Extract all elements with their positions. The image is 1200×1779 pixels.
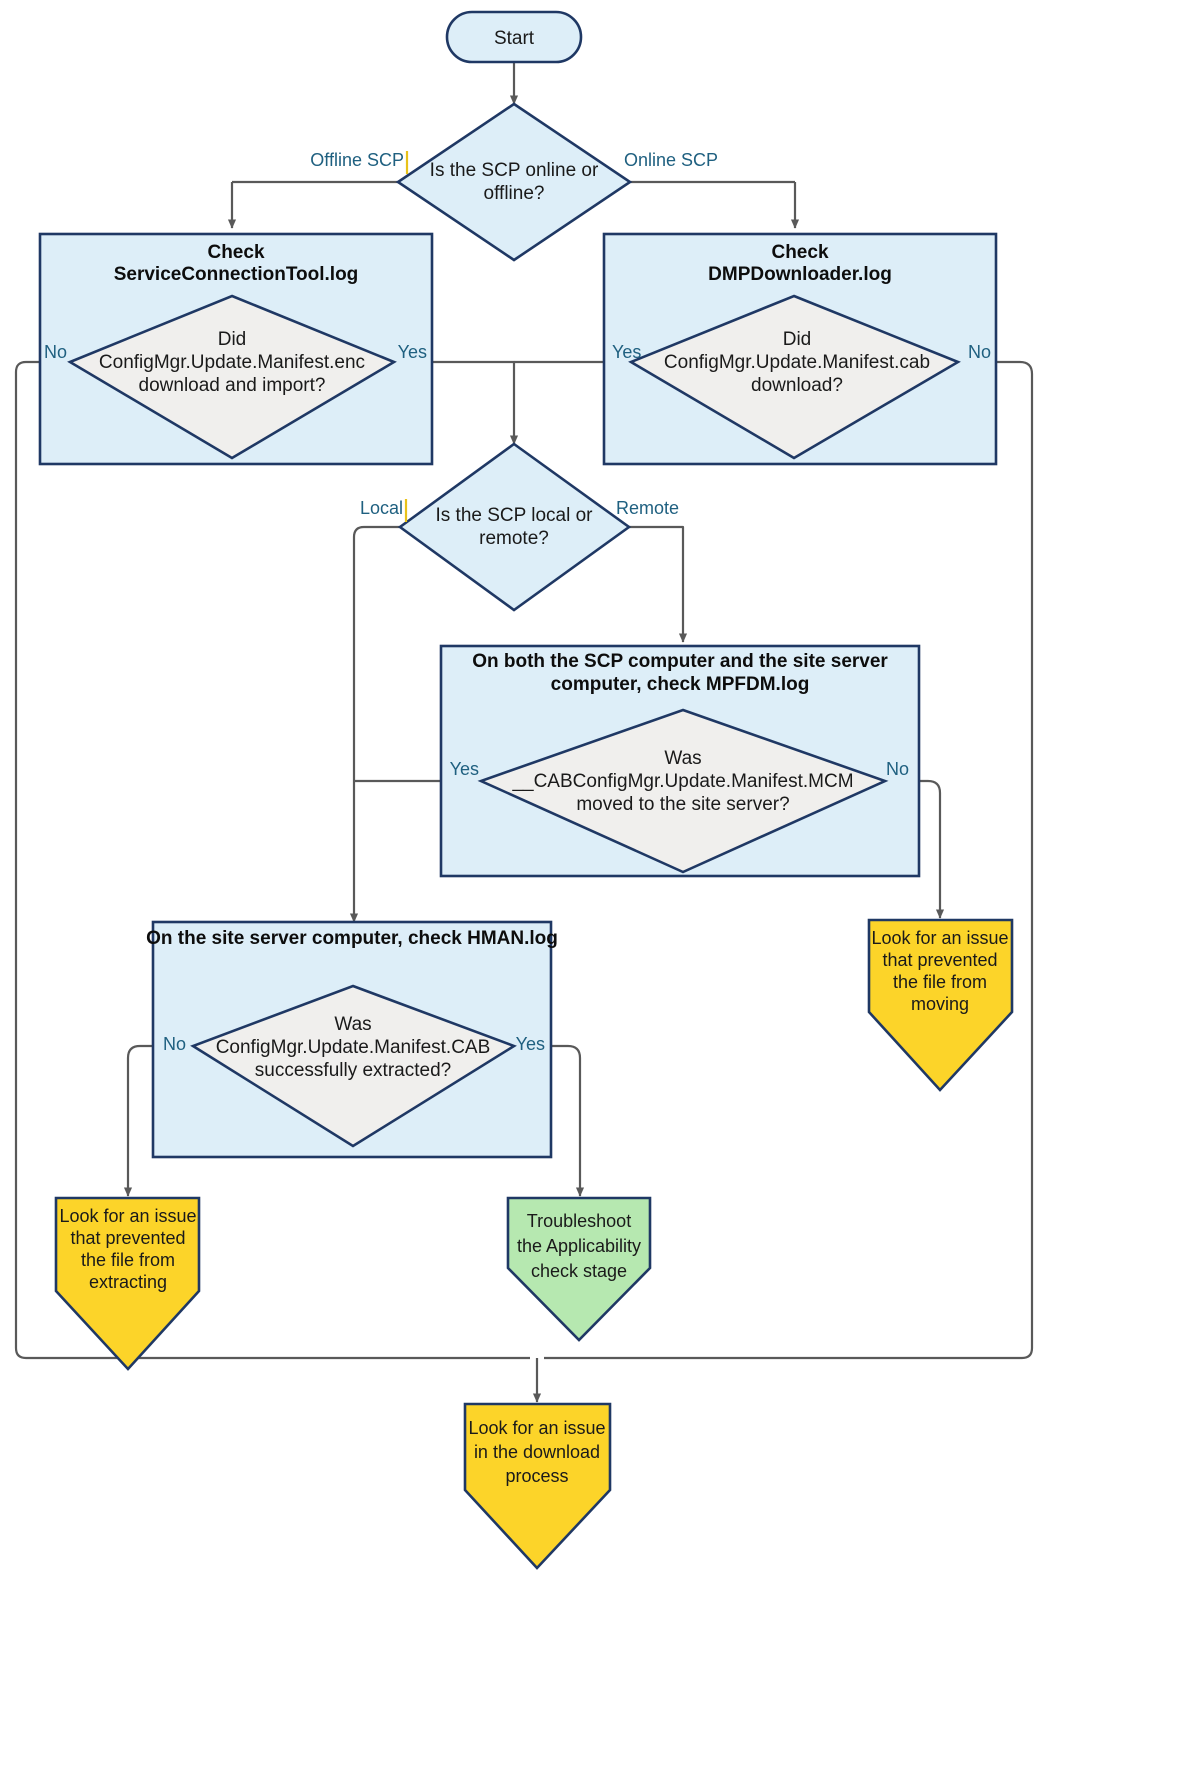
edge-label-sct-no: No [44,342,67,362]
edge-label-offline-scp: Offline SCP [310,150,404,170]
connector-local [349,525,400,923]
node-terminal-download[interactable] [463,1402,612,1570]
node-terminal-moving-line2: that prevented [882,950,997,970]
connector-sct-no [14,360,530,1360]
node-scp-online-decision-line2: offline? [484,183,545,204]
node-terminal-applicability-line1: Troubleshoot [527,1211,631,1231]
node-scp-local-decision-line1: Is the SCP local or [435,505,593,526]
node-check-mpfdm-header-line1: On both the SCP computer and the site se… [472,651,888,672]
node-terminal-download-line3: process [505,1466,568,1486]
connector-remote [629,525,688,643]
node-terminal-applicability[interactable] [506,1196,652,1342]
node-hman-decision-line1: Was [334,1014,371,1035]
node-terminal-download-line2: in the download [474,1442,600,1462]
node-check-dmp-header-line1: Check [771,242,828,263]
connector-hman-yes [514,1044,585,1197]
node-terminal-extracting-line4: extracting [89,1272,167,1292]
node-dmp-decision-line1: Did [783,329,812,350]
node-dmp-decision-line3: download? [751,375,843,396]
connector-hman-no [123,1044,193,1197]
node-sct-decision-line1: Did [218,329,247,350]
node-scp-local-decision-line2: remote? [479,528,549,549]
node-mpfdm-decision-line3: moved to the site server? [576,794,789,815]
node-mpfdm-decision-line2: __CABConfigMgr.Update.Manifest.MCM [511,771,853,792]
node-check-hman-header-line1: On the site server computer, check HMAN.… [146,928,558,949]
node-start[interactable] [445,10,583,64]
node-scp-online-decision[interactable] [395,102,633,262]
edge-label-dmp-no: No [968,342,991,362]
node-terminal-extracting-line2: that prevented [70,1228,185,1248]
node-check-sct-header-line2: ServiceConnectionTool.log [114,264,359,285]
edge-label-remote: Remote [616,498,679,518]
node-mpfdm-decision[interactable] [477,708,889,874]
edge-label-hman-yes: Yes [516,1034,545,1054]
node-terminal-moving[interactable] [867,918,1014,1092]
node-sct-decision-line2: ConfigMgr.Update.Manifest.enc [99,352,365,373]
node-terminal-extracting[interactable] [54,1196,201,1371]
node-hman-decision-line3: successfully extracted? [255,1060,451,1081]
node-check-dmp-header-line2: DMPDownloader.log [708,264,892,285]
edge-label-hman-no: No [163,1034,186,1054]
node-hman-decision-line2: ConfigMgr.Update.Manifest.CAB [216,1037,491,1058]
node-sct-decision-line3: download and import? [139,375,326,396]
edge-label-local: Local [360,498,403,518]
node-terminal-moving-line1: Look for an issue [871,928,1008,948]
connector-dmp-no [544,360,1034,1360]
connector-mpfdm-no [885,779,945,919]
node-terminal-moving-line4: moving [911,994,969,1014]
node-dmp-decision[interactable] [628,294,961,460]
node-terminal-download-line1: Look for an issue [468,1418,605,1438]
node-hman-decision[interactable] [190,984,517,1148]
node-scp-local-decision[interactable] [397,442,632,612]
node-check-sct-header-line1: Check [207,242,264,263]
node-terminal-applicability-line2: the Applicability [517,1236,641,1256]
edge-label-mpfdm-no: No [886,759,909,779]
node-dmp-decision-line2: ConfigMgr.Update.Manifest.cab [664,352,930,373]
edge-label-dmp-yes: Yes [612,342,641,362]
node-sct-decision[interactable] [67,294,397,460]
node-scp-online-decision-line1: Is the SCP online or [430,160,599,181]
edge-label-sct-yes: Yes [398,342,427,362]
node-check-mpfdm-header-line2: computer, check MPFDM.log [551,674,810,695]
node-terminal-applicability-line3: check stage [531,1261,627,1281]
edge-label-online-scp: Online SCP [624,150,718,170]
node-start-label: Start [494,28,535,49]
node-terminal-extracting-line3: the file from [81,1250,175,1270]
edge-label-mpfdm-yes: Yes [450,759,479,779]
node-terminal-extracting-line1: Look for an issue [59,1206,196,1226]
node-terminal-moving-line3: the file from [893,972,987,992]
node-mpfdm-decision-line1: Was [664,748,701,769]
